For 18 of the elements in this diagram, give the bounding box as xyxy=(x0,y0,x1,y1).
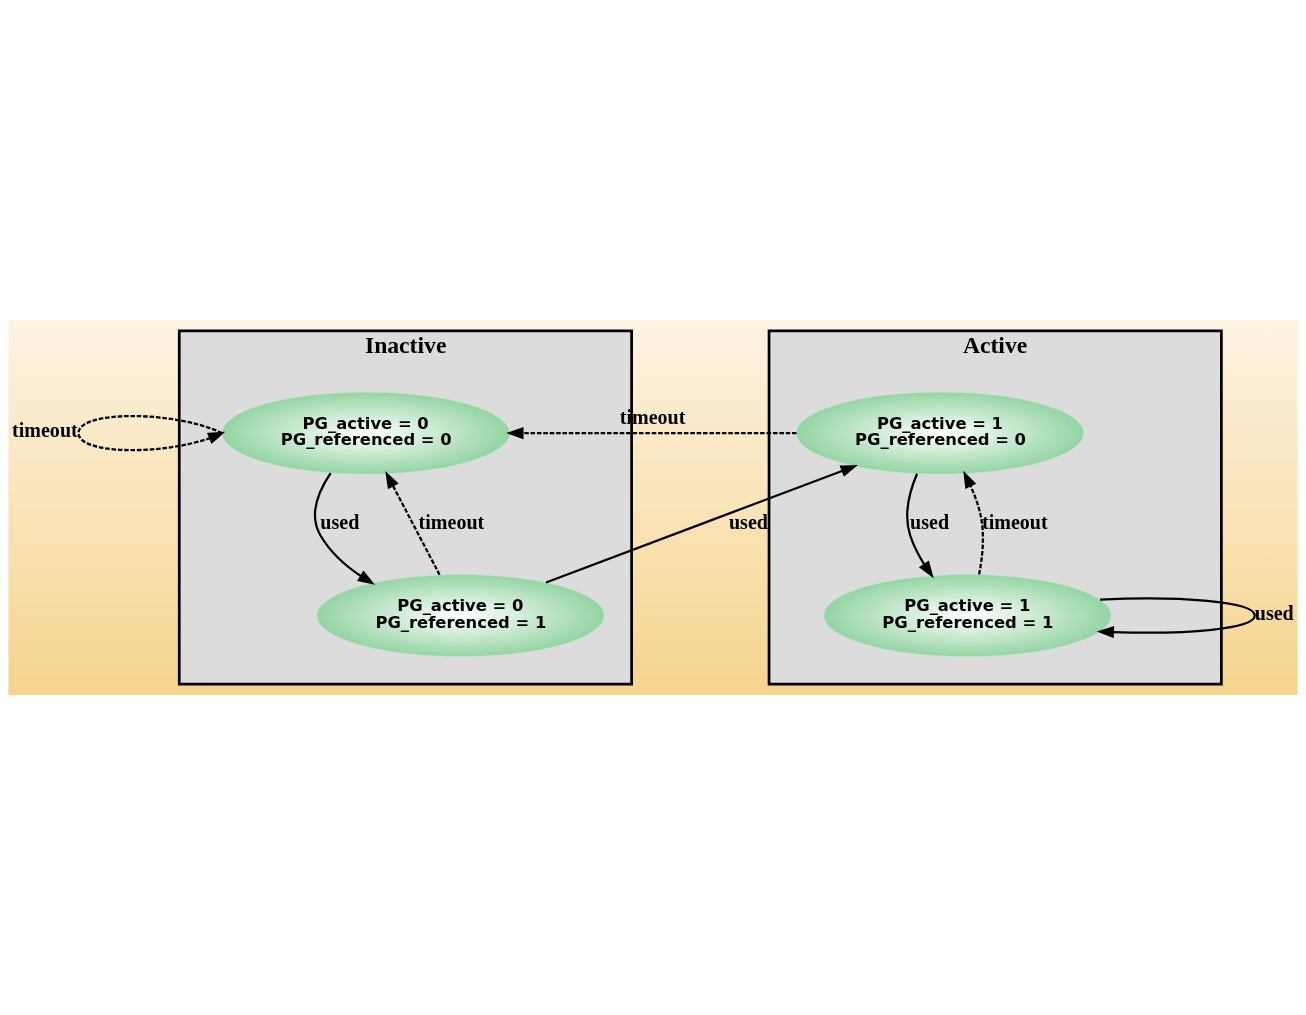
arrow xyxy=(77,414,226,452)
arrow xyxy=(906,473,934,579)
arrow xyxy=(963,470,985,575)
edge-label: used xyxy=(1254,601,1294,624)
edge-label: timeout xyxy=(982,510,1048,533)
node-ellipse: PG_active = 1 PG_referenced = 1 xyxy=(823,574,1112,657)
node-ellipse: PG_active = 0 PG_referenced = 1 xyxy=(316,574,605,657)
edge-label: used xyxy=(728,510,768,533)
node-ellipse: PG_active = 0 PG_referenced = 0 xyxy=(221,391,510,475)
edge-label: used xyxy=(910,510,950,533)
edge-label: timeout xyxy=(12,419,78,442)
edge-label: timeout xyxy=(418,510,485,533)
arrow xyxy=(385,471,441,576)
arrow xyxy=(545,465,858,584)
edge-label: used xyxy=(320,510,360,533)
arrow xyxy=(506,427,797,440)
arrow xyxy=(313,472,376,585)
arrow xyxy=(1096,597,1256,639)
